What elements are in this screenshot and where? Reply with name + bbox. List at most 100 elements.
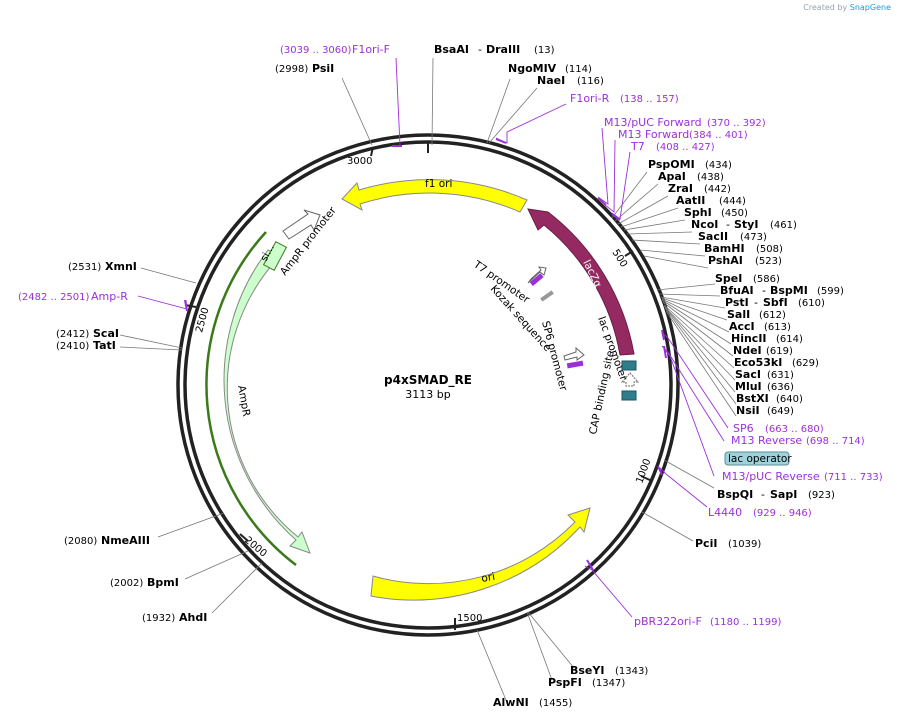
site-f1ori-r[interactable]: F1ori-R (138 .. 157) bbox=[570, 92, 679, 105]
feature-ampr[interactable]: AmpR bbox=[205, 231, 311, 566]
svg-text:(523): (523) bbox=[755, 256, 782, 267]
svg-text:(2412): (2412) bbox=[56, 329, 89, 340]
site-tati[interactable]: (2410)TatI bbox=[56, 339, 116, 352]
site-bfuai[interactable]: BfuAI-BspMI(599) bbox=[720, 284, 844, 297]
site-scai[interactable]: (2412) ScaI bbox=[56, 327, 119, 340]
svg-text:-: - bbox=[754, 296, 758, 309]
svg-text:(614): (614) bbox=[776, 334, 803, 345]
site-pcii[interactable]: PciI(1039) bbox=[695, 537, 761, 550]
svg-text:NcoI: NcoI bbox=[691, 218, 718, 231]
feature-f1-ori[interactable]: f1 ori bbox=[341, 178, 528, 213]
site-xmni[interactable]: (2531)XmnI bbox=[68, 260, 137, 273]
site-psii[interactable]: (2998) PsiI bbox=[275, 62, 334, 75]
svg-text:(434): (434) bbox=[705, 160, 732, 171]
site-sali[interactable]: SalI(612) bbox=[727, 308, 786, 321]
site-acci[interactable]: AccI(613) bbox=[729, 320, 791, 333]
cap-site-label: CAP binding site bbox=[587, 349, 617, 435]
svg-text:PstI: PstI bbox=[725, 296, 749, 309]
svg-text:PspFI: PspFI bbox=[548, 676, 582, 689]
site-t7[interactable]: T7 (408 .. 427) bbox=[630, 140, 715, 153]
lac-operator-tag[interactable]: lac operator bbox=[724, 451, 792, 466]
svg-text:(2482 .. 2501): (2482 .. 2501) bbox=[18, 292, 90, 303]
site-sp6[interactable]: SP6(663 .. 680) bbox=[733, 422, 824, 435]
svg-text:BfuAI: BfuAI bbox=[720, 284, 754, 297]
site-m13puc-reverse[interactable]: M13/pUC Reverse(711 .. 733) bbox=[722, 470, 883, 483]
svg-text:(1347): (1347) bbox=[592, 678, 625, 689]
site-bamhi[interactable]: BamHI(508) bbox=[704, 242, 783, 255]
site-bstxi[interactable]: BstXI(640) bbox=[736, 392, 803, 405]
site-bseyi[interactable]: BseYI(1343) bbox=[570, 664, 648, 677]
svg-text:NdeI: NdeI bbox=[733, 344, 762, 357]
svg-text:BspMI: BspMI bbox=[770, 284, 808, 297]
site-eco53ki[interactable]: Eco53kI(629) bbox=[734, 356, 819, 369]
site-nsii[interactable]: NsiI(649) bbox=[736, 404, 794, 417]
svg-text:lac operator: lac operator bbox=[728, 453, 792, 465]
site-sacii[interactable]: SacII(473) bbox=[698, 230, 767, 243]
feature-sp6-promoter[interactable]: SP6 promoter bbox=[539, 320, 585, 393]
site-m13-forward[interactable]: M13 Forward (384 .. 401) bbox=[618, 128, 748, 141]
svg-text:SalI: SalI bbox=[727, 308, 750, 321]
svg-text:(2998): (2998) bbox=[275, 64, 308, 75]
site-pspfi[interactable]: PspFI (1347) bbox=[548, 676, 625, 689]
svg-text:(2410): (2410) bbox=[56, 341, 89, 352]
site-ahdi[interactable]: (1932)AhdI bbox=[142, 611, 207, 624]
site-pbr322ori-f[interactable]: pBR322ori-F(1180 .. 1199) bbox=[634, 615, 782, 628]
site-l4440[interactable]: L4440(929 .. 946) bbox=[708, 506, 812, 519]
svg-text:(473): (473) bbox=[740, 232, 767, 243]
site-pshai[interactable]: PshAI (523) bbox=[708, 254, 782, 267]
site-naei[interactable]: NaeI (116) bbox=[537, 74, 604, 87]
site-saci[interactable]: SacI(631) bbox=[735, 368, 794, 381]
svg-text:AatII: AatII bbox=[676, 194, 705, 207]
svg-text:(698 .. 714): (698 .. 714) bbox=[806, 436, 865, 447]
svg-text:(114): (114) bbox=[565, 64, 592, 75]
site-ncoi[interactable]: NcoI-StyI(461) bbox=[691, 218, 797, 231]
site-m13-reverse[interactable]: M13 Reverse(698 .. 714) bbox=[731, 434, 865, 447]
svg-text:(13): (13) bbox=[534, 45, 555, 56]
site-ndei[interactable]: NdeI(619) bbox=[733, 344, 793, 357]
site-mlui[interactable]: MluI(636) bbox=[735, 380, 794, 393]
svg-text:SbfI: SbfI bbox=[763, 296, 788, 309]
svg-text:SpeI: SpeI bbox=[715, 272, 742, 285]
svg-text:(370 .. 392): (370 .. 392) bbox=[707, 118, 766, 129]
svg-text:AccI: AccI bbox=[729, 320, 755, 333]
svg-text:(2002): (2002) bbox=[110, 578, 143, 589]
feature-ori[interactable]: ori bbox=[370, 507, 591, 601]
site-hincii[interactable]: HincII(614) bbox=[731, 332, 803, 345]
site-psti[interactable]: PstI-SbfI(610) bbox=[725, 296, 825, 309]
site-bsaai[interactable]: BsaAI - DraIII (13) bbox=[434, 43, 555, 56]
site-apai[interactable]: ApaI(438) bbox=[658, 170, 724, 183]
site-bpmi[interactable]: (2002)BpmI bbox=[110, 576, 179, 589]
feature-ampr-signal[interactable]: si... bbox=[259, 241, 288, 271]
site-ngomiv[interactable]: NgoMIV (114) bbox=[508, 62, 592, 75]
svg-text:(508): (508) bbox=[756, 244, 783, 255]
svg-text:(631): (631) bbox=[767, 370, 794, 381]
site-amp-r[interactable]: (2482 .. 2501)Amp-R bbox=[18, 290, 128, 303]
svg-text:(929 .. 946): (929 .. 946) bbox=[753, 508, 812, 519]
feature-lac-operator-box[interactable] bbox=[621, 360, 637, 371]
svg-text:DraIII: DraIII bbox=[486, 43, 520, 56]
site-nmeaiii[interactable]: (2080)NmeAIII bbox=[64, 534, 150, 547]
site-bspqi[interactable]: BspQI-SapI(923) bbox=[717, 488, 835, 501]
site-zrai[interactable]: ZraI(442) bbox=[668, 182, 731, 195]
svg-text:(461): (461) bbox=[770, 220, 797, 231]
site-spei[interactable]: SpeI(586) bbox=[715, 272, 780, 285]
site-f1ori-f[interactable]: (3039 .. 3060) F1ori-F bbox=[280, 43, 390, 56]
site-aatii[interactable]: AatII(444) bbox=[676, 194, 746, 207]
site-sphi[interactable]: SphI(450) bbox=[684, 206, 748, 219]
site-alwni[interactable]: AlwNI(1455) bbox=[493, 696, 572, 709]
svg-text:NsiI: NsiI bbox=[736, 404, 760, 417]
tick-3000: 3000 bbox=[347, 156, 372, 167]
svg-text:-: - bbox=[726, 218, 730, 231]
svg-text:(1932): (1932) bbox=[142, 613, 175, 624]
site-pspomi[interactable]: PspOMI(434) bbox=[648, 158, 732, 171]
svg-text:M13/pUC Forward: M13/pUC Forward bbox=[604, 116, 702, 129]
ampr-label: AmpR bbox=[235, 384, 252, 417]
primer-marks bbox=[184, 138, 667, 571]
svg-text:PshAI: PshAI bbox=[708, 254, 743, 267]
site-m13puc-forward[interactable]: M13/pUC Forward (370 .. 392) bbox=[604, 116, 766, 129]
svg-text:(138 .. 157): (138 .. 157) bbox=[620, 94, 679, 105]
svg-text:ScaI: ScaI bbox=[93, 327, 119, 340]
svg-text:T7: T7 bbox=[630, 140, 645, 153]
feature-ampr-promoter[interactable]: AmpR promoter bbox=[278, 204, 339, 278]
svg-text:(384 .. 401): (384 .. 401) bbox=[689, 130, 748, 141]
